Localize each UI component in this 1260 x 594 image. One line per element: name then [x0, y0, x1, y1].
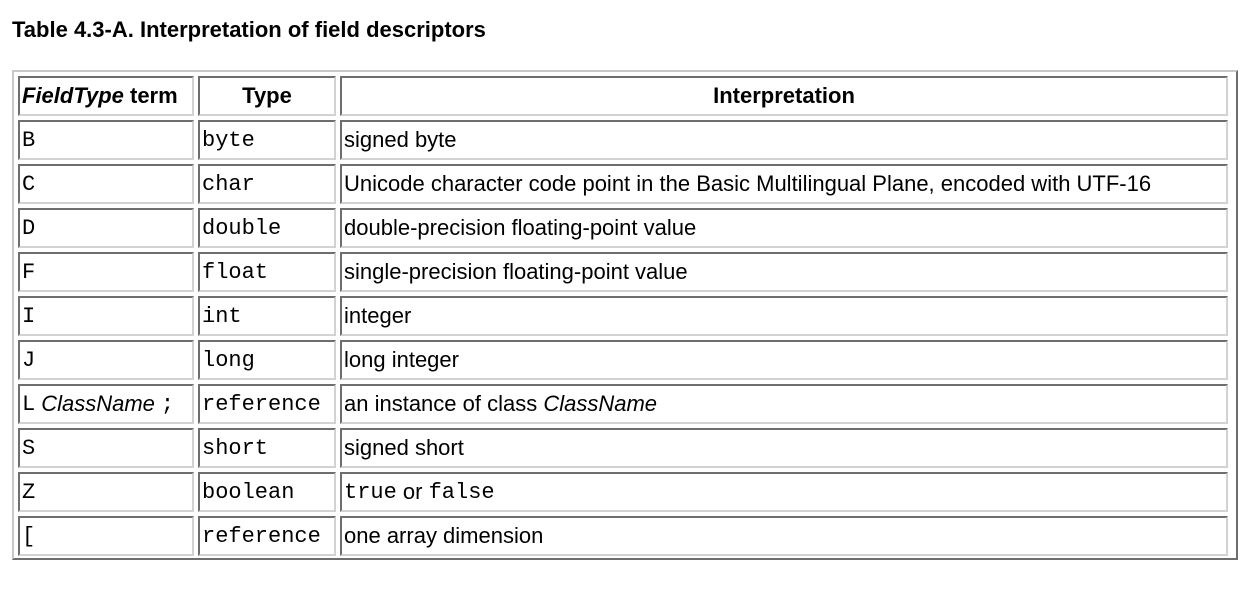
term-cell: S: [18, 428, 194, 468]
interpretation-cell: Unicode character code point in the Basi…: [340, 164, 1228, 204]
type-cell: float: [198, 252, 336, 292]
table-row: F float single-precision floating-point …: [18, 252, 1232, 296]
type-cell: boolean: [198, 472, 336, 512]
term-cell: F: [18, 252, 194, 292]
type-cell: reference: [198, 516, 336, 556]
field-descriptor-table-frame: FieldType term Type Interpretation B byt…: [12, 70, 1238, 560]
interpretation-cell: an instance of class ClassName: [340, 384, 1228, 424]
term-cell: [: [18, 516, 194, 556]
type-cell: double: [198, 208, 336, 248]
term-cell: J: [18, 340, 194, 380]
term-cell: Z: [18, 472, 194, 512]
header-type: Type: [198, 76, 336, 116]
interpretation-cell: signed short: [340, 428, 1228, 468]
term-cell: B: [18, 120, 194, 160]
header-fieldtype-term: FieldType term: [18, 76, 194, 116]
table-caption: Table 4.3-A. Interpretation of field des…: [12, 17, 486, 42]
table-row: J long long integer: [18, 340, 1232, 384]
type-cell: char: [198, 164, 336, 204]
interpretation-cell: true or false: [340, 472, 1228, 512]
table-row: I int integer: [18, 296, 1232, 340]
term-cell: C: [18, 164, 194, 204]
table-row: B byte signed byte: [18, 120, 1232, 164]
interpretation-cell: one array dimension: [340, 516, 1228, 556]
type-cell: byte: [198, 120, 336, 160]
interpretation-cell: long integer: [340, 340, 1228, 380]
table-row: S short signed short: [18, 428, 1232, 472]
header-interpretation: Interpretation: [340, 76, 1228, 116]
interpretation-cell: integer: [340, 296, 1228, 336]
interpretation-cell: signed byte: [340, 120, 1228, 160]
table-row: C char Unicode character code point in t…: [18, 164, 1232, 208]
table-row: [ reference one array dimension: [18, 516, 1232, 560]
table-row: D double double-precision floating-point…: [18, 208, 1232, 252]
interpretation-cell: double-precision floating-point value: [340, 208, 1228, 248]
table-header-row: FieldType term Type Interpretation: [18, 76, 1232, 120]
term-cell: I: [18, 296, 194, 336]
type-cell: short: [198, 428, 336, 468]
field-descriptor-table: FieldType term Type Interpretation B byt…: [18, 76, 1232, 560]
type-cell: reference: [198, 384, 336, 424]
type-cell: int: [198, 296, 336, 336]
type-cell: long: [198, 340, 336, 380]
interpretation-cell: single-precision floating-point value: [340, 252, 1228, 292]
term-cell: D: [18, 208, 194, 248]
table-row: Z boolean true or false: [18, 472, 1232, 516]
